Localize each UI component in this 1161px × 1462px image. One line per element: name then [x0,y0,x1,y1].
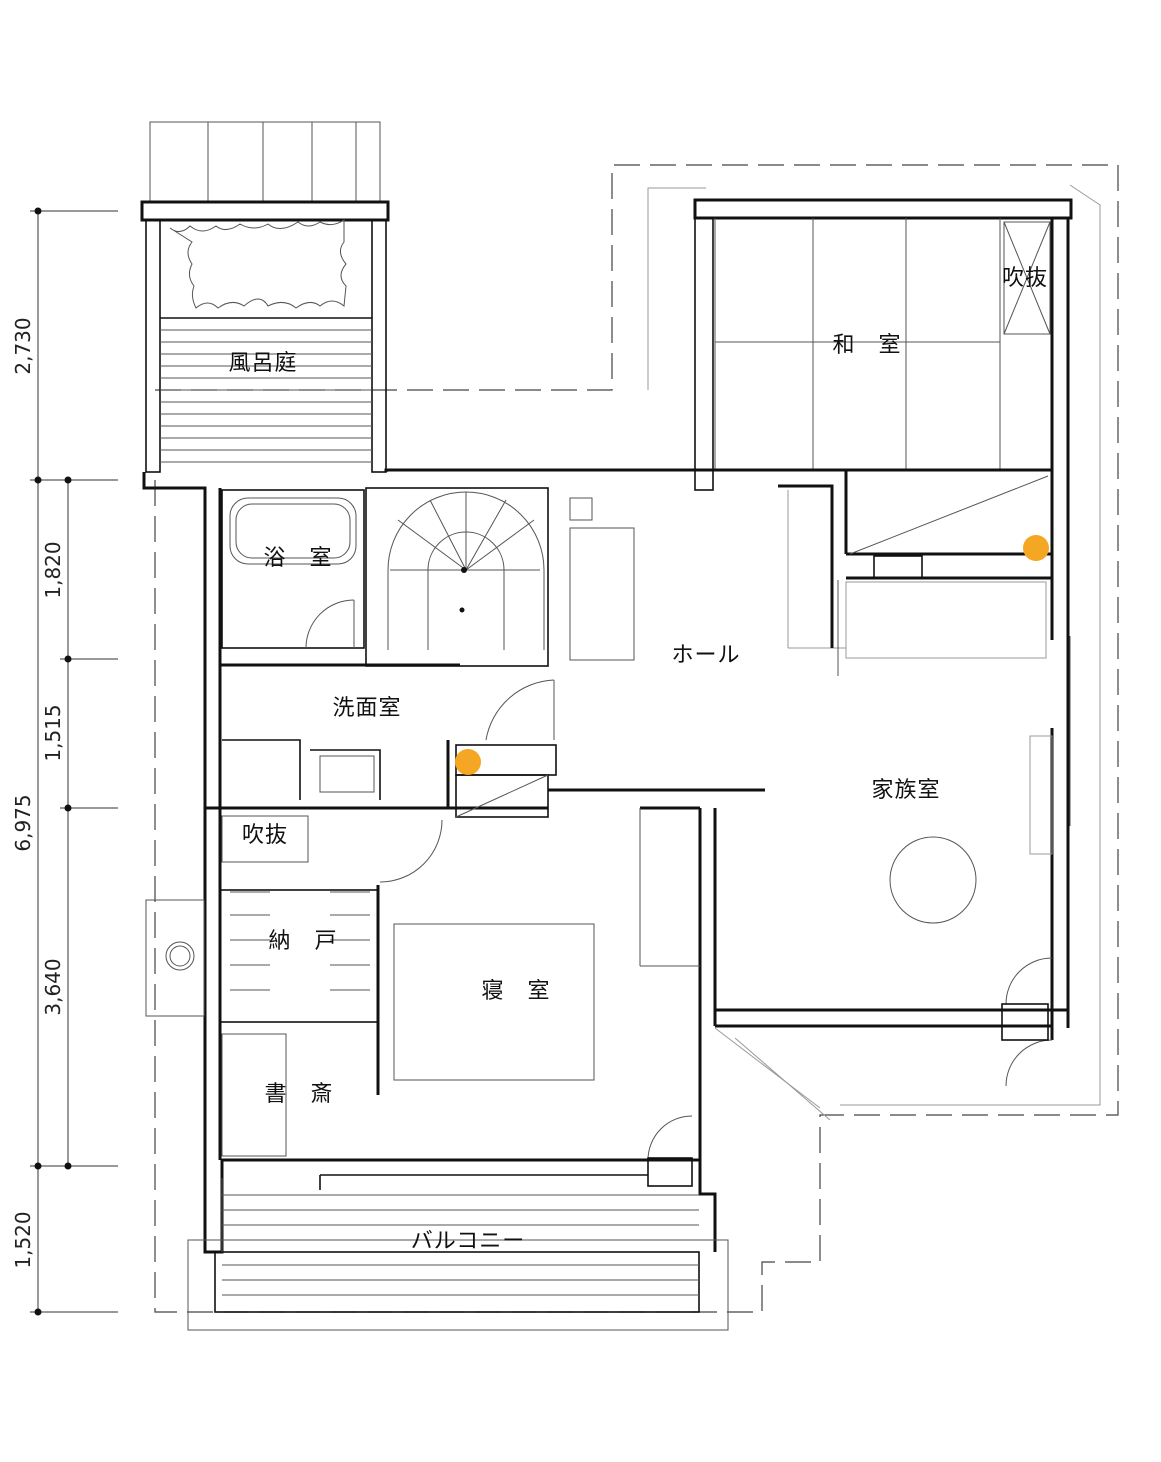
hall [569,484,846,676]
orange-circle-marker [455,535,1049,775]
label-hall: ホール [671,643,740,668]
pergola [149,121,381,203]
dim-outer-1: 2,730 [11,317,35,374]
stair-start-dot [459,607,465,613]
label-balcony: バルコニー [411,1229,526,1254]
dim-inner-2: 1,515 [41,704,65,761]
label-washroom: 洗面室 [332,696,401,721]
dim-inner-3: 3,640 [41,958,65,1015]
dimension-dot [64,804,72,812]
room-labels: 風呂庭 浴 室 洗面室 吹抜 納 戸 書 斎 寝 室 ホール 家族室 和 室 吹… [228,266,1048,1254]
label-bedroom: 寝 室 [481,979,550,1004]
dimension-dot [34,1308,42,1316]
dim-inner-1: 1,820 [41,541,65,598]
dimension-dot [34,207,42,215]
dim-outer-3: 1,520 [11,1211,35,1268]
label-void-small: 吹抜 [242,823,288,848]
family-room [845,576,1071,1087]
dimension-dot [64,476,72,484]
spiral-stair [365,487,549,667]
stair-center-dot [461,567,467,573]
dimension-dot [34,476,42,484]
balcony [187,1178,729,1331]
dimension-lines [30,207,118,1316]
dimension-dot [64,655,72,663]
bathroom [221,489,365,649]
label-void-top: 吹抜 [1002,266,1048,291]
storage-area [145,815,443,1157]
japanese-room [713,218,1052,579]
dimension-labels: 2,730 6,975 1,520 1,820 1,515 3,640 [11,317,65,1268]
washroom [205,663,557,818]
dim-outer-2: 6,975 [11,794,35,851]
deck-boards [160,329,372,463]
label-study: 書 斎 [264,1082,333,1107]
label-japanese-room: 和 室 [832,333,901,358]
bedroom [319,788,765,1190]
bath-garden [140,200,390,473]
label-family-room: 家族室 [871,778,940,803]
dimension-dot [34,1162,42,1170]
label-bathroom: 浴 室 [263,546,332,571]
dimension-dot [64,1162,72,1170]
label-bath-garden: 風呂庭 [228,351,297,376]
label-storage: 納 戸 [268,929,337,954]
roof-outline [154,164,1119,1313]
